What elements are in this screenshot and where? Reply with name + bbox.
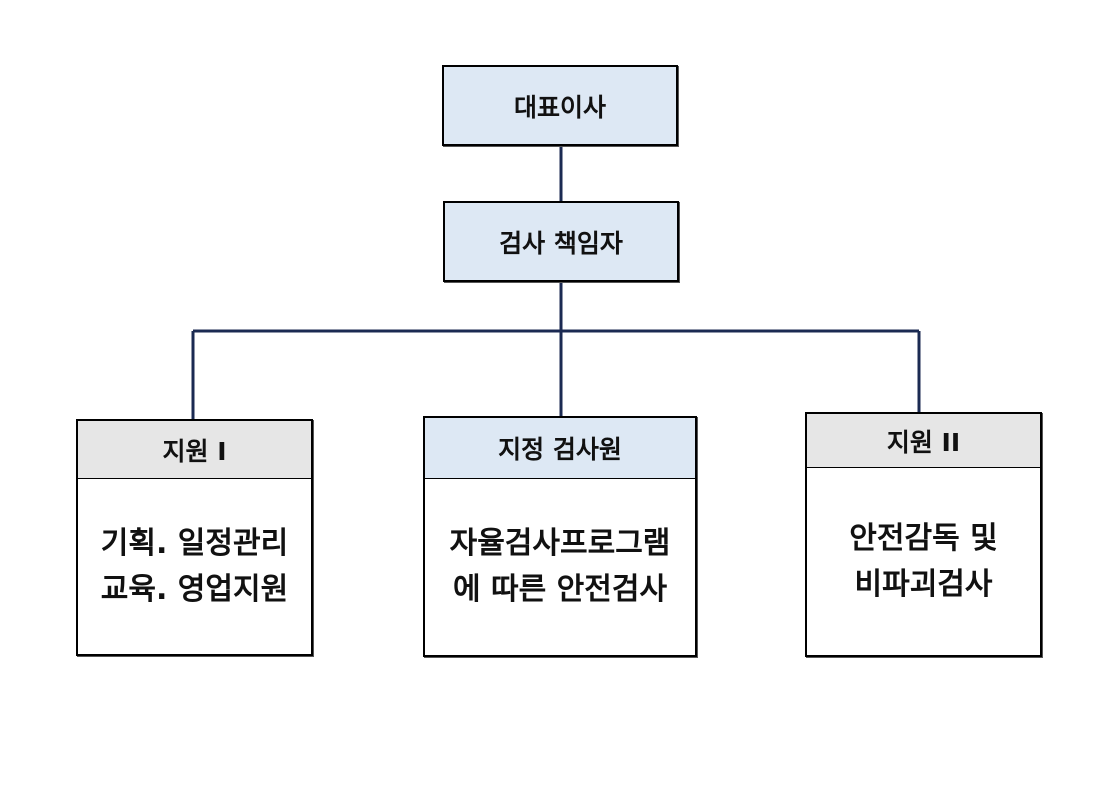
support-1-box: 지원 I 기획. 일정관리 교육. 영업지원 <box>76 419 313 656</box>
support-1-line-1: 기획. 일정관리 <box>100 525 289 561</box>
designated-inspector-body: 자율검사프로그램 에 따른 안전검사 <box>425 479 695 655</box>
support-2-line-2: 비파괴검사 <box>854 566 993 602</box>
ceo-box: 대표이사 <box>442 65 678 146</box>
support-1-body: 기획. 일정관리 교육. 영업지원 <box>78 479 311 654</box>
support-2-line-1: 안전감독 및 <box>849 520 998 556</box>
support-2-title: 지원 II <box>886 427 961 457</box>
designated-inspector-line-2: 에 따른 안전검사 <box>452 572 668 607</box>
designated-inspector-line-1: 자율검사프로그램 <box>449 526 671 561</box>
support-1-line-2: 교육. 영업지원 <box>100 571 289 607</box>
inspection-manager-box: 검사 책임자 <box>443 201 679 282</box>
designated-inspector-box: 지정 검사원 자율검사프로그램 에 따른 안전검사 <box>423 416 697 657</box>
support-1-title: 지원 I <box>162 436 227 466</box>
support-1-header: 지원 I <box>78 421 311 479</box>
designated-inspector-title: 지정 검사원 <box>498 435 622 464</box>
support-2-body: 안전감독 및 비파괴검사 <box>807 468 1040 655</box>
ceo-label: 대표이사 <box>513 92 606 122</box>
inspection-manager-label: 검사 책임자 <box>499 228 623 258</box>
support-2-header: 지원 II <box>807 414 1040 468</box>
support-2-box: 지원 II 안전감독 및 비파괴검사 <box>805 412 1042 657</box>
designated-inspector-header: 지정 검사원 <box>425 418 695 479</box>
